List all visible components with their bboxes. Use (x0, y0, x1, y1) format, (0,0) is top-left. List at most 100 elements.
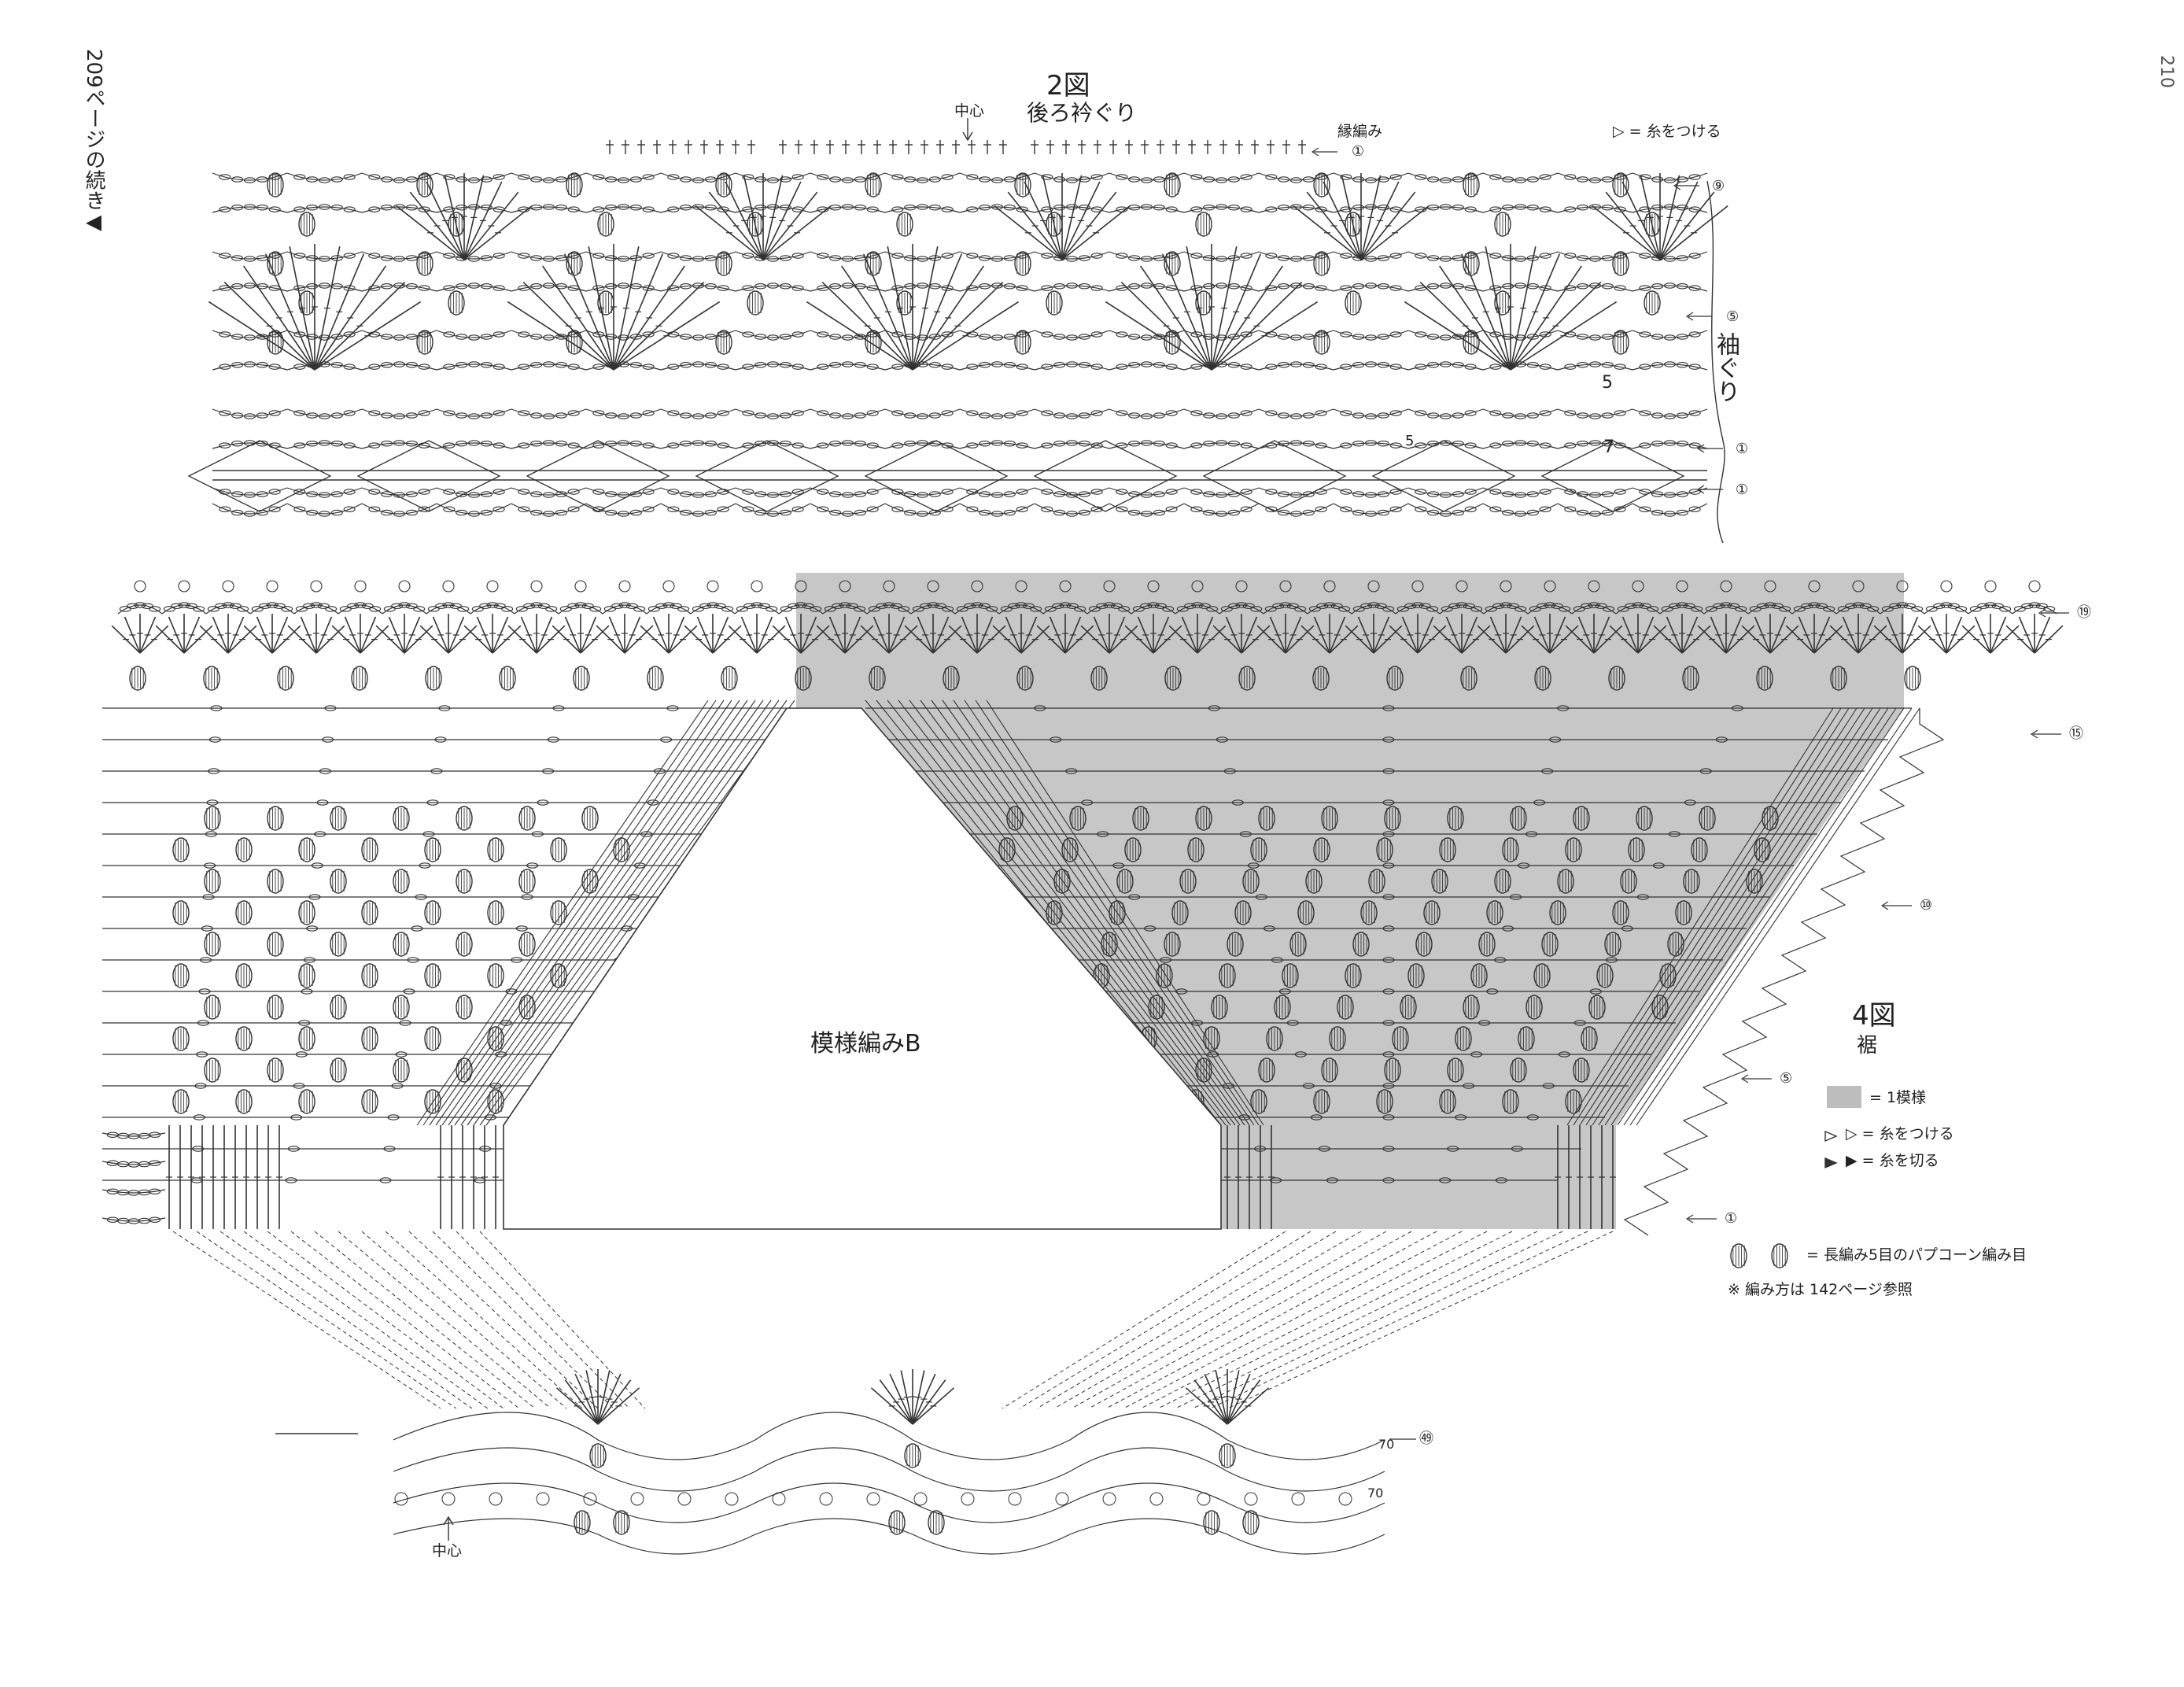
figure4-pattern-label: 模様編みB (810, 1030, 921, 1058)
chain-stitch (1377, 334, 1389, 340)
connector-line (1002, 1231, 1286, 1409)
chain-stitch (1539, 285, 1551, 291)
chain-stitch (1302, 491, 1315, 497)
chain-stitch (866, 442, 879, 449)
chain-stitch (1564, 174, 1577, 180)
chain-stitch (456, 176, 468, 183)
picot (2028, 580, 2041, 592)
chain-stitch (1103, 602, 1116, 608)
popcorn-stitch (1195, 212, 1212, 237)
chain-stitch (480, 334, 493, 340)
chain-stitch (1382, 831, 1395, 837)
chain-stitch (1289, 511, 1303, 517)
chain-stitch (1617, 606, 1629, 612)
chain-stitch (1278, 205, 1290, 211)
chain-stitch (1377, 283, 1389, 290)
chain-stitch (1588, 492, 1602, 498)
chain-stitch (1533, 799, 1546, 806)
connector-line (196, 1231, 457, 1409)
chain-stitch (928, 509, 941, 516)
chain-stitch (306, 176, 319, 183)
popcorn-stitch (1386, 666, 1404, 691)
chain-stitch (1308, 606, 1321, 612)
chain-stitch (405, 255, 418, 261)
chain-stitch (1529, 606, 1541, 612)
chain-stitch (1003, 362, 1016, 368)
chain-stitch (381, 412, 393, 419)
chain-stitch (256, 509, 268, 516)
chain-stitch (1940, 602, 1953, 608)
chain-stitch (178, 602, 190, 608)
chain-stitch (1502, 283, 1514, 290)
chain-stitch (210, 705, 223, 711)
picot (706, 580, 719, 592)
chain-stitch (991, 256, 1004, 262)
chain-stitch (243, 511, 256, 517)
border-loop (1197, 1492, 1211, 1506)
chain-stitch (1352, 441, 1365, 447)
chain-stitch (393, 334, 406, 341)
chain-stitch (1601, 334, 1614, 340)
chain-stitch (393, 511, 406, 517)
row-arrow (1673, 181, 1681, 190)
popcorn-stitch (1644, 290, 1661, 316)
row-arrow (1685, 312, 1694, 321)
popcorn-stitch (351, 666, 368, 691)
chain-stitch (1302, 176, 1315, 183)
chain-stitch (456, 509, 468, 516)
picot (751, 580, 763, 592)
chain-stitch (854, 606, 866, 612)
chain-stitch (916, 511, 929, 517)
chain-stitch (405, 509, 418, 516)
figure2-attach-legend: ▷ = 糸をつける (1613, 123, 1721, 140)
chain-stitch (256, 441, 268, 447)
chain-stitch (779, 255, 791, 261)
diagonal-stitch (1573, 707, 1842, 1126)
chain-arc (1407, 503, 1484, 515)
chain-stitch (418, 506, 430, 512)
chain-stitch (555, 491, 567, 497)
chain-stitch (395, 1051, 408, 1058)
picot (1896, 580, 1909, 592)
chain-stitch (1439, 511, 1452, 517)
chain-stitch (501, 606, 514, 612)
chain-stitch (493, 442, 505, 449)
chain-stitch (680, 205, 692, 211)
popcorn-stitch (393, 869, 410, 894)
diagonal-stitch (942, 700, 1245, 1126)
chain-stitch (555, 283, 567, 290)
chain-stitch (829, 176, 842, 183)
chain-stitch (419, 862, 431, 869)
chain-stitch (1140, 440, 1153, 446)
row-arrow (1880, 901, 1889, 910)
chain-stitch (891, 253, 904, 259)
chain-stitch (1727, 603, 1739, 609)
chain-stitch (1601, 176, 1614, 183)
chain-stitch (542, 334, 555, 341)
picot (618, 580, 631, 592)
chain-stitch (742, 489, 754, 495)
chain-stitch (1999, 606, 2012, 612)
chain-stitch (979, 283, 991, 290)
chain-stitch (934, 603, 946, 609)
chain-stitch (1511, 1146, 1523, 1152)
diamond-motif (356, 440, 501, 512)
chain-stitch (1439, 282, 1452, 289)
chain-stitch (467, 492, 481, 498)
connector-line (172, 1231, 441, 1409)
chain-stitch (1239, 831, 1252, 837)
chain-stitch (956, 606, 968, 612)
figure4-bottom-border (172, 1228, 1614, 1555)
chain-stitch (1286, 1020, 1299, 1026)
chain-stitch (343, 285, 356, 291)
chain-stitch (841, 361, 854, 367)
chain-stitch (1228, 603, 1241, 609)
chain-stitch (1382, 736, 1395, 743)
chain-stitch (1278, 441, 1290, 447)
chain-stitch (692, 606, 704, 612)
popcorn-stitch (1904, 666, 1921, 691)
chain-stitch (1203, 491, 1216, 497)
chain-stitch (306, 491, 319, 497)
chain-stitch (704, 412, 717, 419)
border-loop (1244, 1492, 1258, 1506)
